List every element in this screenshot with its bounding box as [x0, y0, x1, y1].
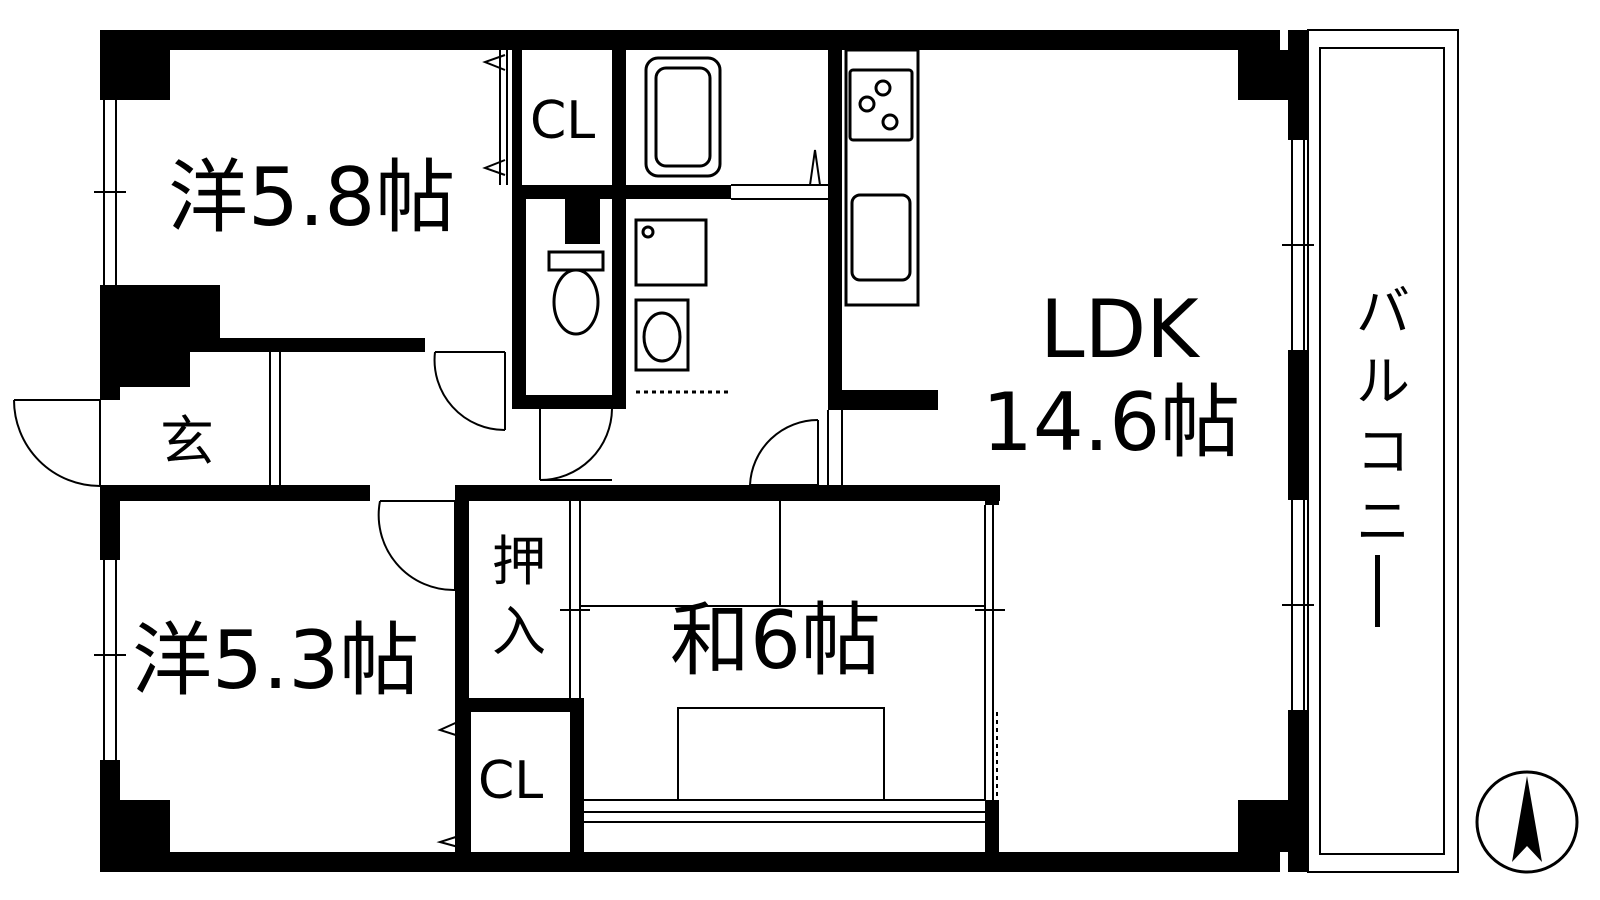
washing-machine-area — [634, 218, 708, 287]
outer-walls — [100, 30, 1308, 872]
balcony-label: バ ル コ ニ — [1356, 280, 1410, 627]
oshiire-label-bottom: 入 — [492, 600, 546, 663]
left-windows — [94, 100, 126, 760]
right-windows — [1282, 140, 1314, 710]
room-label-entrance: 玄 — [160, 410, 214, 473]
interior-doors[interactable] — [377, 351, 843, 592]
closet-label-2: CL — [478, 751, 543, 811]
room-label-ldk-size: 14.6帖 — [982, 376, 1240, 469]
room-label-western2: 洋5.3帖 — [132, 614, 419, 707]
room-label-ldk: LDK — [1040, 283, 1201, 376]
interior-walls — [100, 50, 1000, 852]
closet-label-1: CL — [530, 91, 595, 151]
closet-doors[interactable] — [436, 50, 581, 852]
entrance-door[interactable] — [13, 352, 281, 487]
bathtub — [644, 56, 722, 178]
bath-door[interactable] — [731, 149, 828, 200]
balcony-char-4: ニ — [1356, 490, 1410, 553]
balcony-char-1: バ — [1356, 280, 1410, 343]
balcony-char-3: コ — [1356, 420, 1410, 483]
balcony-char-2: ル — [1356, 350, 1410, 413]
washbasin — [634, 298, 730, 394]
kitchen-counter — [844, 48, 920, 307]
tatami-lines — [560, 501, 1005, 823]
room-label-japanese: 和6帖 — [670, 594, 881, 687]
room-label-western1: 洋5.8帖 — [168, 151, 455, 244]
compass-north-icon — [1475, 770, 1579, 874]
balcony — [1307, 29, 1459, 873]
oshiire-label-top: 押 — [492, 530, 546, 593]
toilet — [547, 250, 605, 336]
room-labels: 洋5.8帖 洋5.3帖 和6帖 LDK 14.6帖 玄 CL CL 押 入 — [132, 91, 1240, 811]
balcony-char-5 — [1375, 555, 1380, 627]
